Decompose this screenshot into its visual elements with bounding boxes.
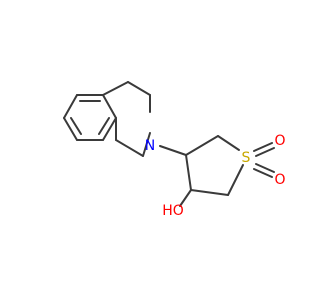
sulfur-label: S (242, 150, 251, 166)
sulfur-atom: S (242, 150, 251, 166)
double-bond (98, 117, 110, 135)
oxygen-atom-top: O (274, 133, 285, 149)
nitrogen-label: N (145, 138, 155, 154)
bond (227, 164, 244, 196)
molecule-diagram: N S O O HO (63, 81, 286, 219)
double-bond (255, 147, 275, 157)
hydroxyl-label: HO (162, 203, 184, 219)
double-bond (70, 117, 82, 135)
bond (102, 94, 117, 119)
sulfonyl-bonds (253, 142, 275, 178)
oxygen-label: O (274, 133, 285, 149)
sulfolane-ring (185, 135, 244, 196)
oxygen-label: O (274, 172, 285, 188)
bond (63, 117, 78, 141)
double-bond (253, 142, 273, 152)
piperidine-ring (102, 81, 151, 157)
double-bond (255, 163, 275, 173)
bond (127, 81, 151, 96)
benzene-ring (63, 94, 117, 141)
bond (185, 154, 192, 191)
bond (142, 132, 151, 157)
bond (185, 135, 219, 156)
nitrogen-atom: N (145, 138, 155, 154)
bond (190, 189, 229, 196)
bond (159, 145, 187, 156)
oxygen-atom-bottom: O (274, 172, 285, 188)
bond (102, 117, 117, 141)
double-bond (253, 168, 273, 178)
bond (179, 189, 192, 207)
hydroxyl-group: HO (162, 203, 184, 219)
bond (63, 94, 78, 119)
bond (115, 139, 144, 157)
bond (102, 81, 129, 96)
bond (217, 135, 240, 151)
